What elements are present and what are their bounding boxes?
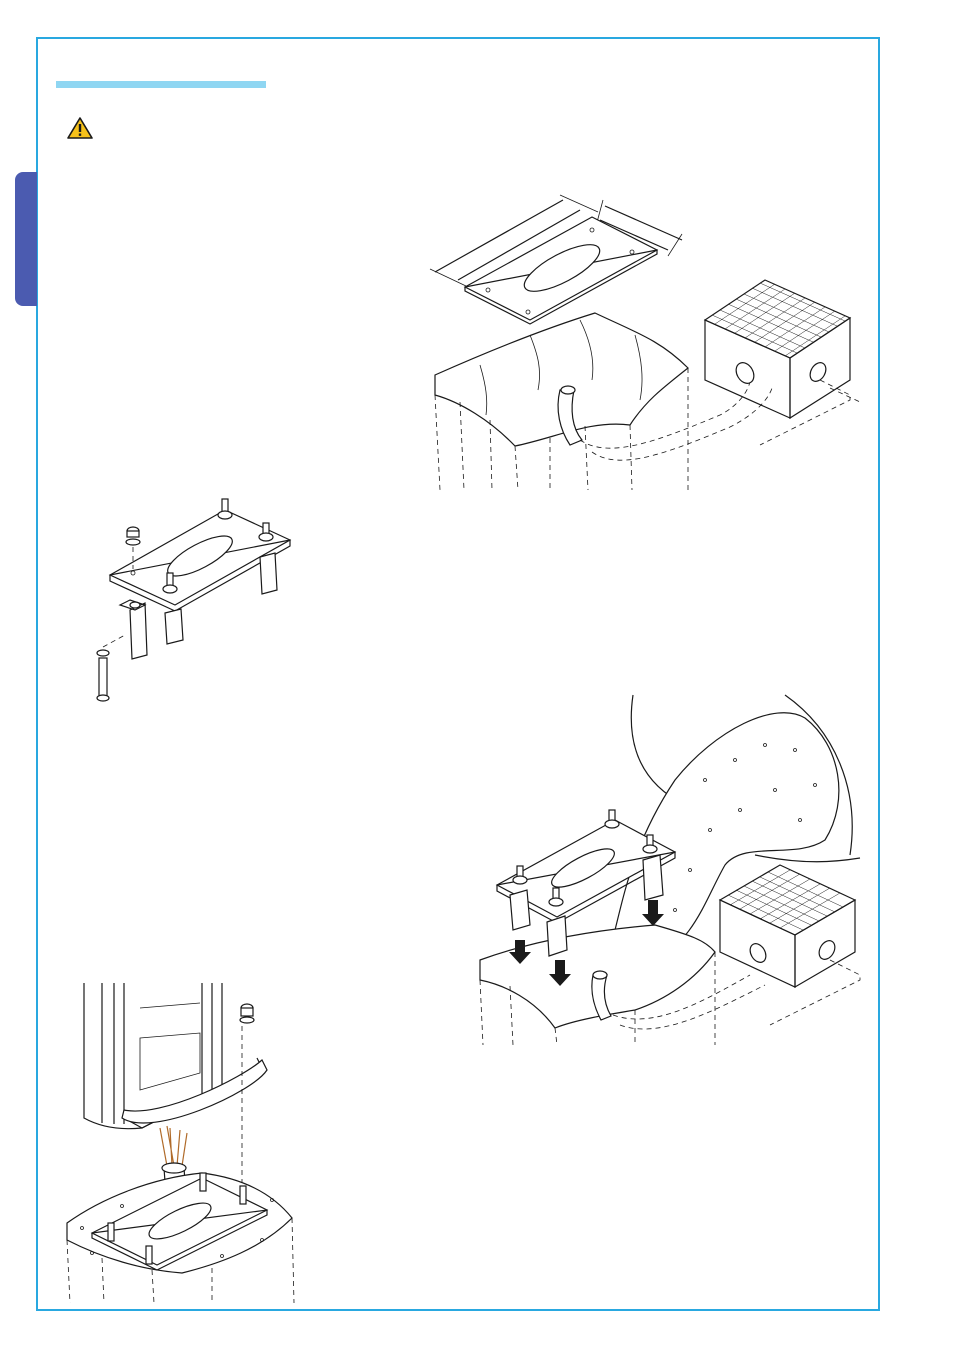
language-side-tab <box>15 172 37 306</box>
figure-column-mounting <box>62 978 302 1308</box>
figure-anchor-assembly <box>85 495 305 710</box>
section-title-bar <box>56 81 266 88</box>
figure-concrete-pour <box>475 690 870 1050</box>
warning-icon <box>66 116 94 140</box>
figure-plate-dimensions <box>420 190 870 495</box>
